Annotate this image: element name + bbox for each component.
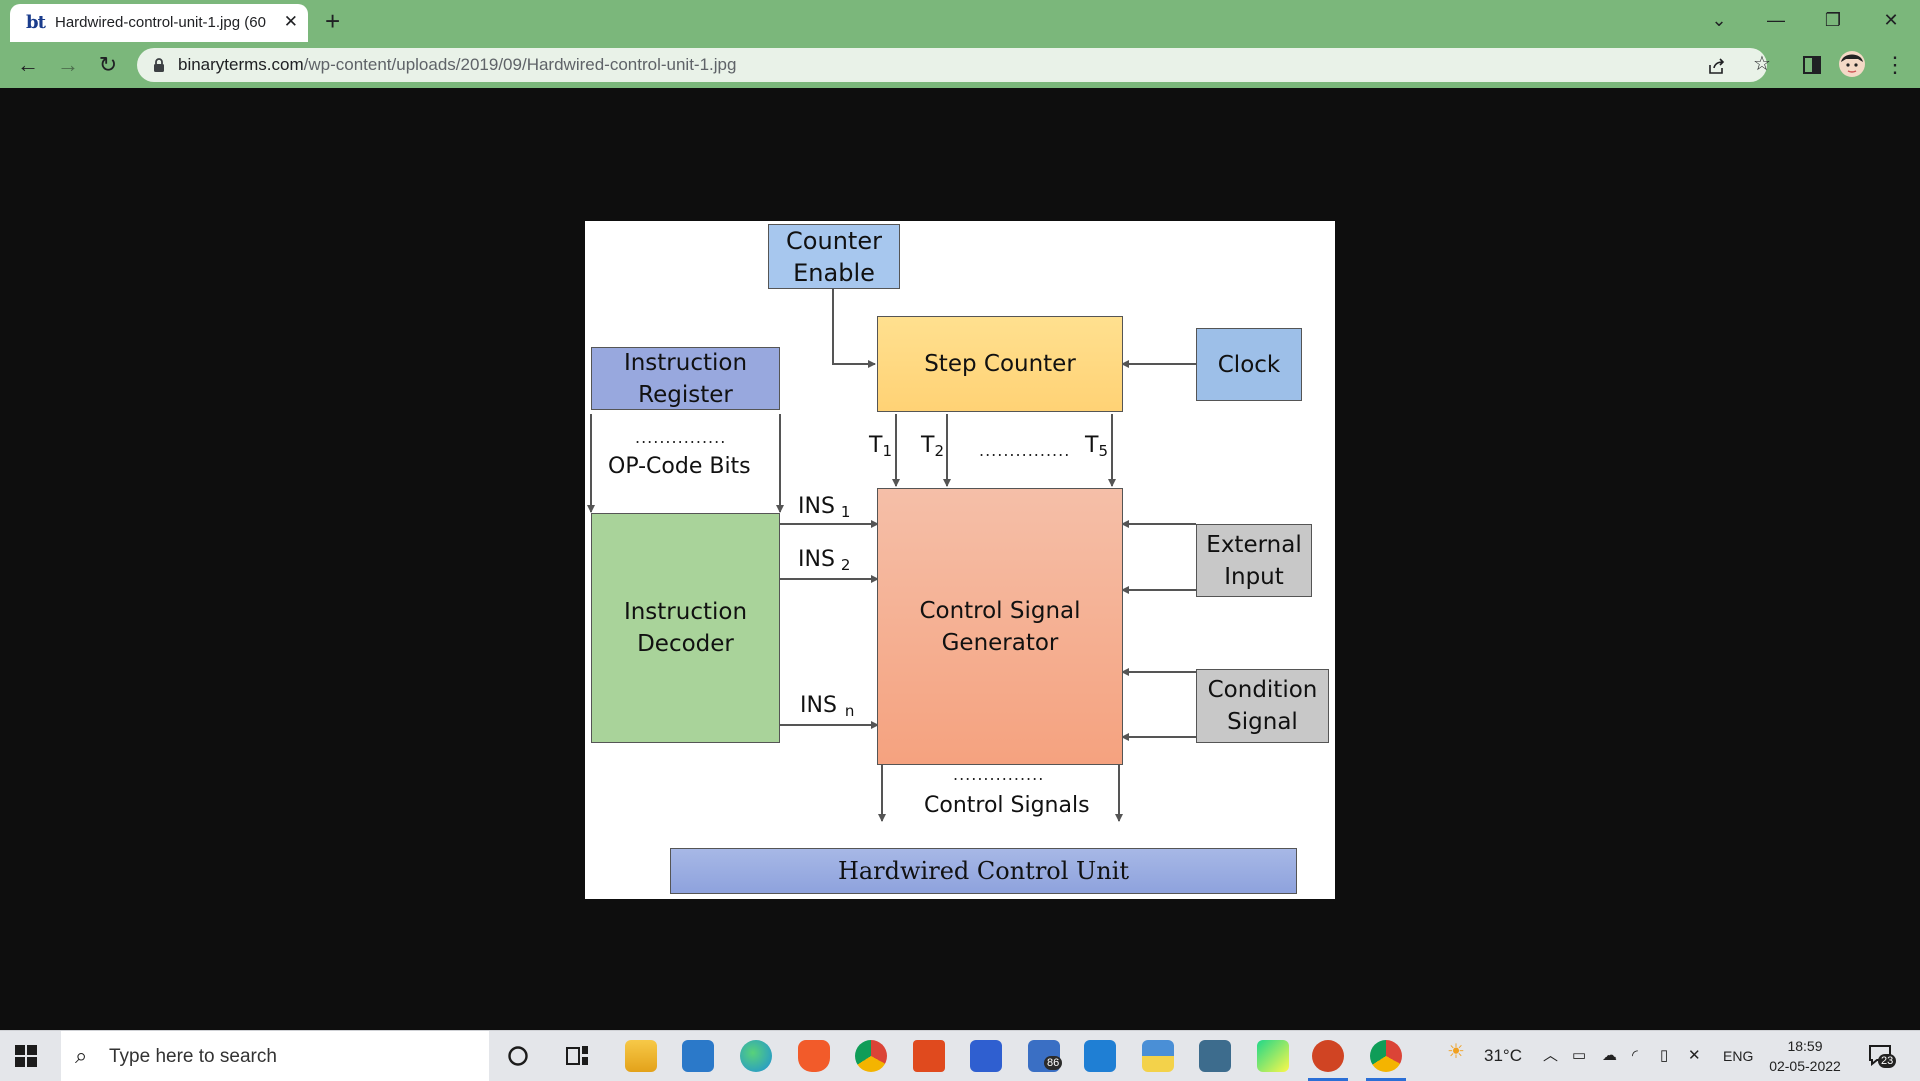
- control-signal-generator-block: Control Signal Generator: [877, 488, 1123, 765]
- ins-2-subscript: 2: [840, 556, 851, 574]
- t1-label: T1: [869, 433, 892, 460]
- hardwired-control-unit-diagram: Counter Enable Step Counter Clock Instru…: [585, 221, 1335, 899]
- clock-date: 02-05-2022: [1769, 1058, 1841, 1074]
- ins-1-label: INS 1: [798, 494, 850, 521]
- microsoft-store-icon[interactable]: [970, 1040, 1002, 1072]
- edge-browser-icon[interactable]: [740, 1040, 772, 1072]
- taskbar-clock[interactable]: 18:59 02-05-2022: [1765, 1036, 1845, 1076]
- back-button[interactable]: ←: [17, 52, 39, 77]
- browser-tab[interactable]: bt Hardwired-control-unit-1.jpg (60 ✕: [10, 4, 308, 42]
- more-menu-icon[interactable]: ⋮: [1884, 52, 1906, 77]
- control-signals-dots: ...............: [953, 765, 1045, 784]
- browser-toolbar: ← → ↻ binaryterms.com/wp-content/uploads…: [0, 42, 1920, 88]
- url-host: binaryterms.com: [178, 55, 304, 74]
- minimize-button[interactable]: —: [1767, 10, 1785, 30]
- connection-wires: [587, 287, 1196, 822]
- ins-n-label: INS n: [800, 693, 854, 720]
- ins-1-text: INS: [798, 494, 835, 519]
- new-tab-button[interactable]: +: [325, 6, 341, 36]
- t5-text: T: [1085, 433, 1099, 458]
- image-viewer: Counter Enable Step Counter Clock Instru…: [0, 88, 1920, 1030]
- site-favicon-icon: bt: [26, 12, 46, 33]
- office-icon[interactable]: [913, 1040, 945, 1072]
- opcode-dots: ...............: [635, 428, 727, 447]
- vscode-icon[interactable]: [1084, 1040, 1116, 1072]
- side-panel-icon[interactable]: [1802, 55, 1822, 75]
- wifi-icon[interactable]: ◜: [1632, 1047, 1638, 1064]
- ins-n-text: INS: [800, 693, 837, 718]
- t5-subscript: 5: [1098, 442, 1108, 460]
- address-bar[interactable]: binaryterms.com/wp-content/uploads/2019/…: [137, 48, 1771, 82]
- step-counter-block: Step Counter: [877, 316, 1123, 412]
- t1-text: T: [869, 433, 883, 458]
- device-icon[interactable]: ▯: [1660, 1047, 1669, 1064]
- taskbar-search-box[interactable]: ⌕ Type here to search: [61, 1031, 489, 1081]
- instruction-register-block: Instruction Register: [591, 347, 780, 410]
- battery-icon[interactable]: ▭: [1572, 1047, 1587, 1064]
- condition-signal-block: Condition Signal: [1196, 669, 1329, 743]
- clock-time: 18:59: [1787, 1038, 1823, 1054]
- search-icon: ⌕: [75, 1043, 88, 1068]
- t-dots: ...............: [979, 441, 1071, 460]
- tab-search-chevron-icon[interactable]: ⌄: [1711, 10, 1727, 30]
- pycharm-icon[interactable]: [1257, 1040, 1289, 1072]
- weather-temperature[interactable]: 31°C: [1484, 1046, 1522, 1065]
- profile-avatar-icon[interactable]: [1838, 50, 1866, 78]
- file-explorer-icon[interactable]: [625, 1040, 657, 1072]
- tab-title: Hardwired-control-unit-1.jpg (60: [55, 14, 266, 31]
- clock-block: Clock: [1196, 328, 1302, 401]
- counter-enable-block: Counter Enable: [768, 224, 900, 289]
- onedrive-cloud-icon[interactable]: ☁: [1602, 1047, 1617, 1064]
- mail-badge: 86: [1044, 1056, 1063, 1070]
- weather-sun-icon: ☀: [1447, 1041, 1465, 1063]
- windows-start-icon[interactable]: [14, 1044, 38, 1068]
- notification-center-icon[interactable]: 23: [1868, 1044, 1897, 1071]
- bookmark-star-icon[interactable]: ☆: [1753, 53, 1771, 75]
- ins-1-subscript: 1: [840, 503, 851, 521]
- windows-taskbar: ⌕ Type here to search 86 ☀ 31°C ︿ ▭ ☁ ◜ …: [0, 1030, 1920, 1081]
- t2-text: T: [921, 433, 935, 458]
- search-placeholder: Type here to search: [109, 1046, 277, 1067]
- wire-counter-enable: [832, 287, 876, 368]
- url-text: binaryterms.com/wp-content/uploads/2019/…: [178, 56, 736, 74]
- t5-label: T5: [1085, 433, 1108, 460]
- network-monitor-icon[interactable]: [1199, 1040, 1231, 1072]
- speaker-muted-icon[interactable]: ✕: [1688, 1047, 1701, 1064]
- t2-label: T2: [921, 433, 944, 460]
- remote-desktop-icon[interactable]: [682, 1040, 714, 1072]
- language-indicator[interactable]: ENG: [1723, 1048, 1754, 1064]
- tray-chevron-up-icon[interactable]: ︿: [1543, 1047, 1559, 1064]
- browser-tab-bar: bt Hardwired-control-unit-1.jpg (60 ✕ + …: [0, 0, 1920, 42]
- chrome-icon[interactable]: [855, 1040, 887, 1072]
- python-icon[interactable]: [1142, 1040, 1174, 1072]
- cortana-icon[interactable]: [507, 1045, 529, 1067]
- opcode-bits-label: OP-Code Bits: [608, 454, 751, 479]
- restore-button[interactable]: ❐: [1824, 10, 1842, 30]
- share-icon[interactable]: [1707, 56, 1727, 76]
- t1-subscript: 1: [882, 442, 892, 460]
- reload-button[interactable]: ↻: [98, 52, 118, 77]
- brave-browser-icon[interactable]: [798, 1040, 830, 1072]
- tab-close-icon[interactable]: ✕: [283, 12, 298, 31]
- close-window-button[interactable]: ✕: [1883, 10, 1899, 30]
- powerpoint-icon[interactable]: [1312, 1040, 1344, 1072]
- ins-n-subscript: n: [844, 702, 855, 720]
- ins-2-text: INS: [798, 547, 835, 572]
- notification-count-badge: 23: [1878, 1054, 1897, 1068]
- chrome-active-icon[interactable]: [1370, 1040, 1402, 1072]
- control-signals-label: Control Signals: [924, 793, 1090, 818]
- forward-button[interactable]: →: [57, 52, 79, 77]
- t2-subscript: 2: [934, 442, 944, 460]
- task-view-icon[interactable]: [566, 1045, 590, 1067]
- instruction-decoder-block: Instruction Decoder: [591, 513, 780, 743]
- diagram-title-bar: Hardwired Control Unit: [670, 848, 1297, 894]
- lock-icon: [154, 58, 164, 72]
- ins-2-label: INS 2: [798, 547, 850, 574]
- url-path: /wp-content/uploads/2019/09/Hardwired-co…: [303, 55, 737, 74]
- external-input-block: External Input: [1196, 524, 1312, 597]
